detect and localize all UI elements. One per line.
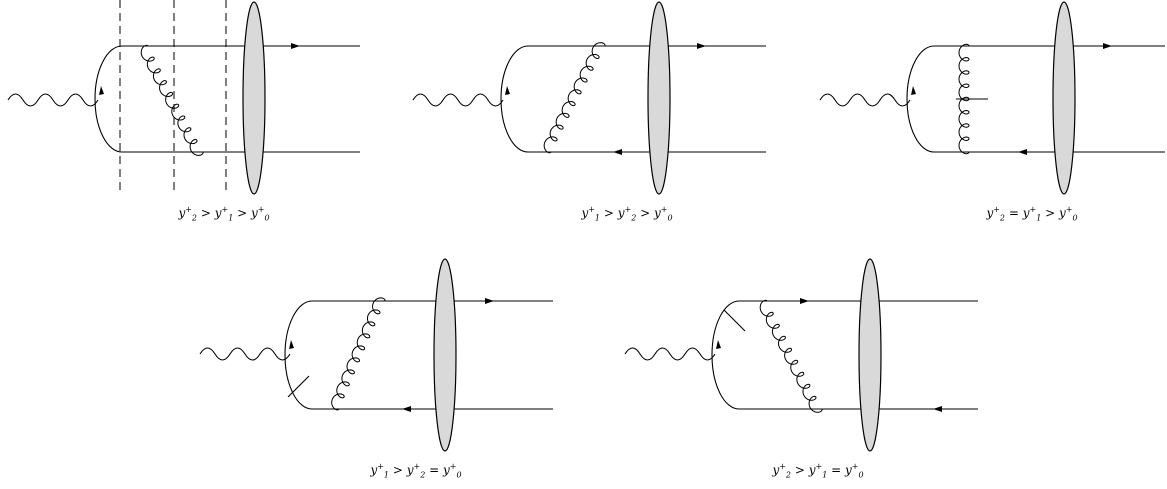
arrow-top bbox=[697, 43, 706, 49]
quark-loop bbox=[284, 300, 336, 410]
arrow-bottom bbox=[613, 149, 622, 155]
cut-mark bbox=[287, 375, 310, 398]
arrow-bottom bbox=[402, 406, 411, 412]
diagram-1 bbox=[7, 0, 360, 195]
cut-mark bbox=[723, 309, 746, 332]
diagram-5 bbox=[624, 258, 978, 452]
shockwave-blob bbox=[858, 258, 882, 452]
shockwave-blob bbox=[433, 258, 457, 452]
arrow-loop bbox=[716, 340, 721, 349]
quark-loop bbox=[500, 45, 554, 153]
caption-diagram-4: y+1 > y+2 = y+0 bbox=[370, 462, 462, 480]
arrow-loop bbox=[99, 86, 104, 95]
arrow-top bbox=[800, 298, 809, 304]
gluon bbox=[543, 42, 606, 154]
shockwave-blob bbox=[242, 1, 266, 195]
quark-loop bbox=[906, 45, 962, 153]
arrow-loop bbox=[505, 86, 510, 95]
caption-diagram-2: y+1 > y+2 > y+0 bbox=[581, 205, 673, 223]
photon-line bbox=[412, 93, 504, 107]
shockwave-blob bbox=[647, 1, 671, 195]
quark-loop bbox=[94, 45, 148, 153]
arrow-top bbox=[291, 43, 300, 49]
arrow-top bbox=[485, 298, 494, 304]
caption-diagram-5: y+2 > y+1 = y+0 bbox=[772, 462, 864, 480]
gluon bbox=[140, 44, 204, 156]
arrow-loop bbox=[911, 86, 916, 95]
arrow-bottom bbox=[1018, 149, 1027, 155]
arrow-top bbox=[1103, 43, 1112, 49]
arrow-loop bbox=[289, 340, 294, 349]
gluon bbox=[759, 299, 823, 413]
arrow-bottom bbox=[933, 406, 942, 412]
caption-diagram-3: y+2 = y+1 > y+0 bbox=[986, 205, 1078, 223]
photon-line bbox=[199, 347, 291, 361]
photon-line bbox=[624, 347, 716, 361]
diagram-2 bbox=[412, 1, 766, 195]
gluon bbox=[331, 297, 386, 411]
photon-line bbox=[7, 93, 99, 107]
diagram-4 bbox=[199, 258, 553, 452]
photon-line bbox=[819, 93, 911, 107]
caption-diagram-1: y+2 > y+1 > y+0 bbox=[178, 205, 270, 223]
shockwave-blob bbox=[1052, 1, 1076, 195]
diagram-3 bbox=[819, 1, 1165, 195]
quark-loop bbox=[711, 300, 765, 410]
